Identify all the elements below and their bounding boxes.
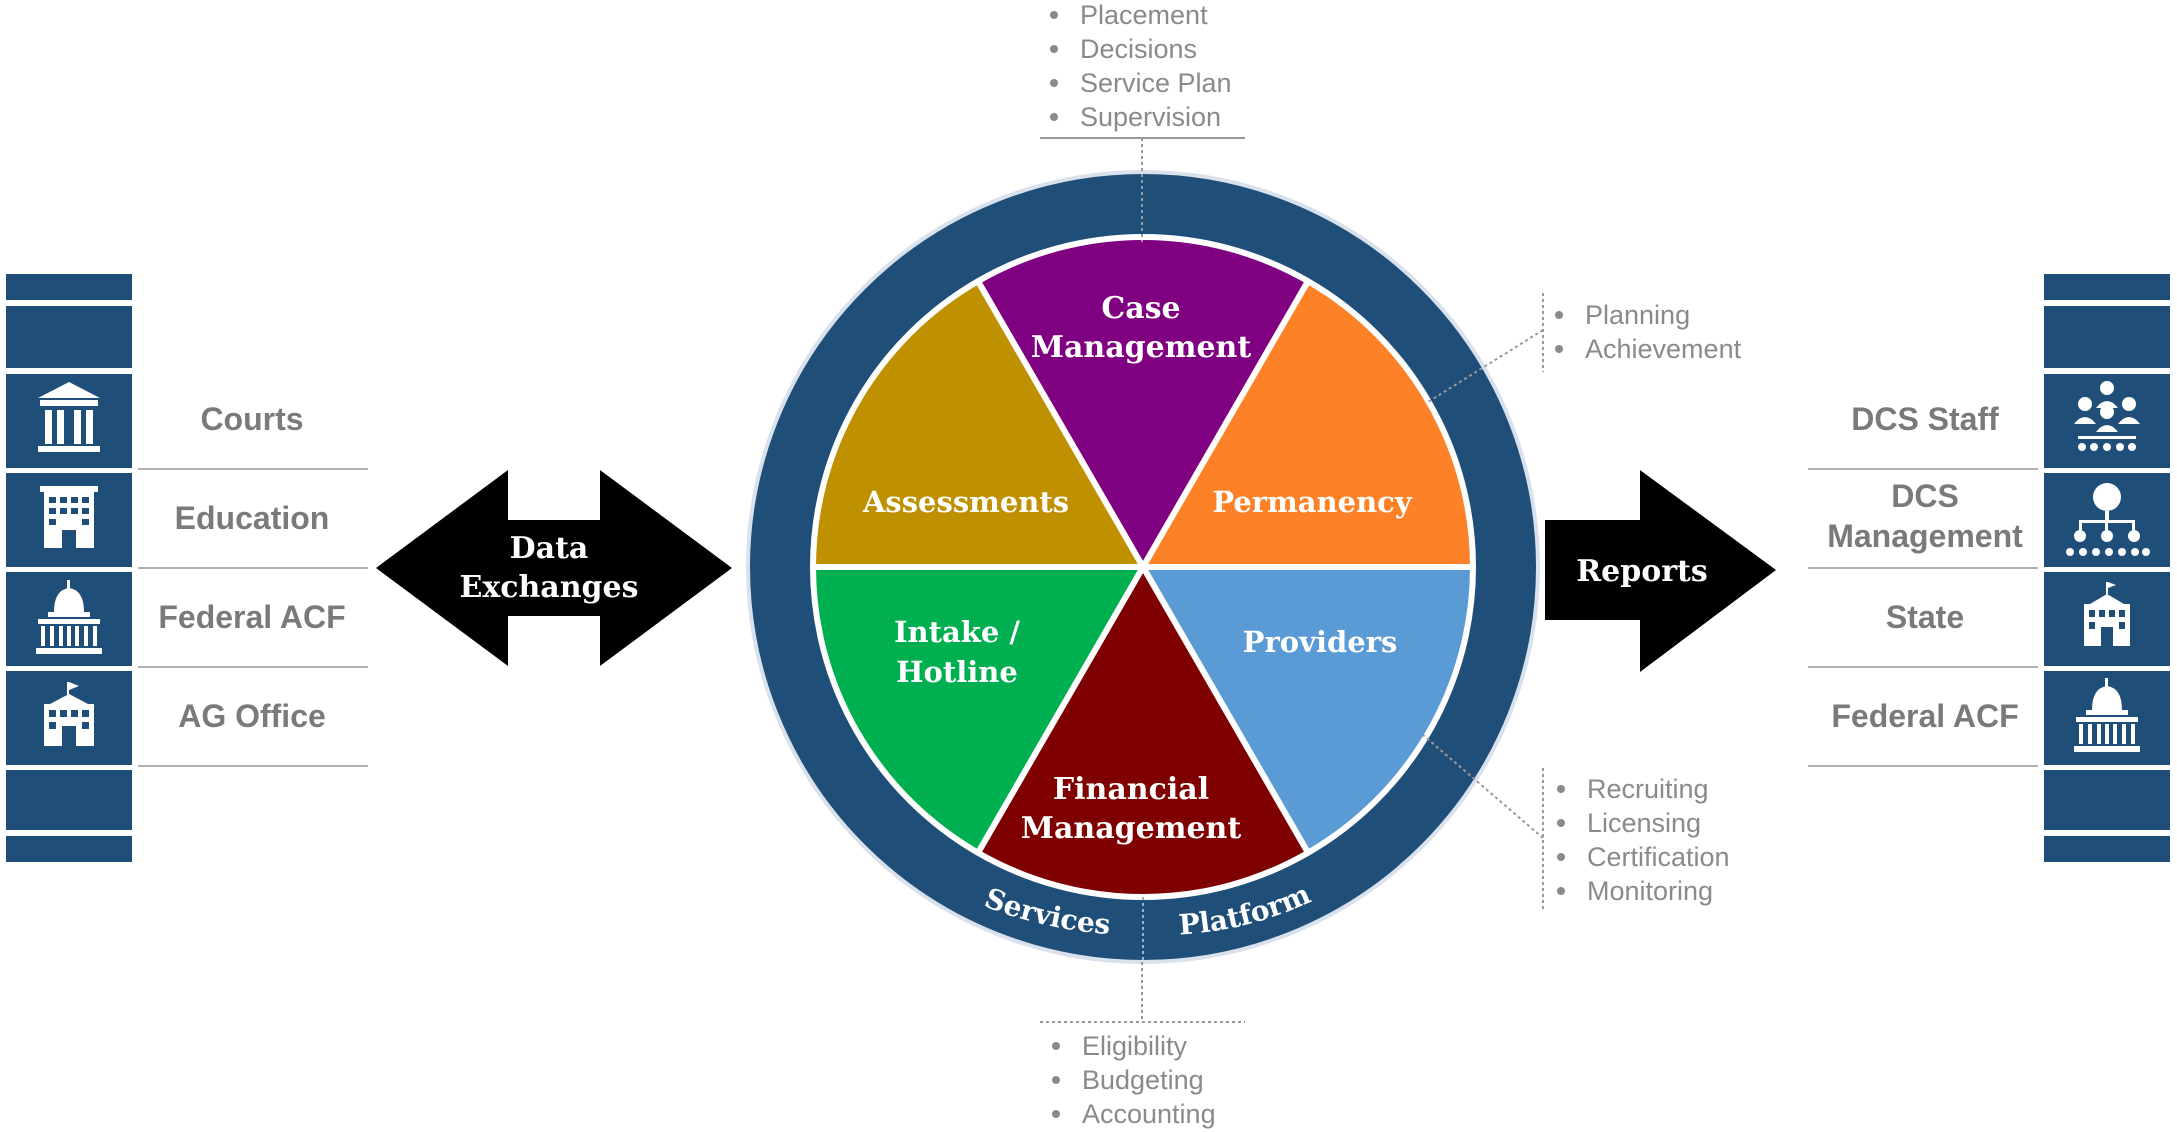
left-panel-strip-bottom <box>6 836 132 862</box>
left-panel: Courts Education Federal ACF AG Office <box>6 274 368 862</box>
right-panel-strip-top <box>2044 274 2170 300</box>
segment-label-permanency: Permanency <box>1212 485 1413 519</box>
right-label-federal-acf: Federal ACF <box>1831 698 2018 734</box>
bullet-dot <box>1555 345 1563 353</box>
right-label-dcs-management-line2: Management <box>1827 518 2023 554</box>
services-platform-wheel: Case Management Permanency Providers Fin… <box>746 170 1540 964</box>
left-panel-strip-5 <box>6 770 132 830</box>
left-label-courts: Courts <box>200 401 303 437</box>
bullet-dot <box>1052 1110 1060 1118</box>
capitol-icon <box>2074 678 2140 752</box>
left-label-ag-office: AG Office <box>178 698 326 734</box>
reports-arrow: Reports <box>1545 470 1776 672</box>
bullet-dot <box>1050 113 1058 121</box>
bullet-dot <box>1050 45 1058 53</box>
left-label-education: Education <box>175 500 330 536</box>
left-label-federal-acf: Federal ACF <box>158 599 345 635</box>
segment-label-case-management-line2: Management <box>1031 330 1252 365</box>
callout-top-item: Supervision <box>1080 102 1221 132</box>
callout-right-bottom-item: Licensing <box>1587 808 1701 838</box>
school-building-icon <box>40 486 98 548</box>
bullet-dot <box>1557 819 1565 827</box>
segment-label-assessments: Assessments <box>862 485 1069 519</box>
right-label-dcs-staff: DCS Staff <box>1851 401 1999 437</box>
left-panel-strip-2 <box>6 306 132 368</box>
right-label-state: State <box>1886 599 1964 635</box>
callout-top-item: Placement <box>1080 0 1208 30</box>
bullet-dot <box>1052 1042 1060 1050</box>
staff-group-icon <box>2074 381 2140 451</box>
right-panel: DCS Staff DCS Management State Federal A… <box>1808 274 2170 862</box>
bullet-dot <box>1555 311 1563 319</box>
bullet-dot <box>1557 887 1565 895</box>
right-panel-strip-5 <box>2044 770 2170 830</box>
callout-right-top-item: Planning <box>1585 300 1690 330</box>
wheel-segments <box>810 234 1476 900</box>
segment-permanency <box>1140 278 1476 570</box>
callout-top-item: Service Plan <box>1080 68 1232 98</box>
callout-right-bottom-item: Recruiting <box>1587 774 1709 804</box>
data-exchanges-label-line1: Data <box>510 531 589 566</box>
callout-top-item: Decisions <box>1080 34 1197 64</box>
right-label-dcs-management-line1: DCS <box>1891 478 1959 514</box>
callout-right-bottom: RecruitingLicensingCertificationMonitori… <box>1422 734 1730 912</box>
office-building-flag-icon <box>44 682 94 746</box>
courthouse-icon <box>38 382 100 452</box>
left-panel-strip-top <box>6 274 132 300</box>
segment-label-case-management-line1: Case <box>1101 291 1180 326</box>
reports-label: Reports <box>1576 554 1708 589</box>
segment-financial-management <box>975 564 1311 900</box>
callout-bottom-item: Eligibility <box>1082 1031 1188 1061</box>
right-panel-strip-bottom <box>2044 836 2170 862</box>
segment-assessments <box>810 278 1146 570</box>
bullet-dot <box>1557 853 1565 861</box>
right-dividers <box>1808 468 2038 767</box>
segment-label-intake-line1: Intake / <box>894 615 1020 649</box>
bullet-dot <box>1052 1076 1060 1084</box>
segment-label-financial-management-line1: Financial <box>1053 772 1209 807</box>
state-building-icon <box>2084 582 2130 646</box>
data-exchanges-label-line2: Exchanges <box>459 570 638 605</box>
bullet-dot <box>1050 79 1058 87</box>
callout-right-bottom-item: Monitoring <box>1587 876 1713 906</box>
segment-label-providers: Providers <box>1243 625 1398 659</box>
segment-providers <box>1140 564 1476 856</box>
callout-right-top-item: Achievement <box>1585 334 1742 364</box>
right-panel-strip-2 <box>2044 306 2170 368</box>
segment-label-intake-line2: Hotline <box>896 655 1018 689</box>
segment-case-management <box>975 234 1311 570</box>
bullet-dot <box>1050 11 1058 19</box>
left-dividers <box>138 468 368 767</box>
capitol-icon <box>36 580 102 654</box>
callout-right-bottom-item: Certification <box>1587 842 1730 872</box>
bullet-dot <box>1557 785 1565 793</box>
callout-bottom-item: Accounting <box>1082 1099 1216 1129</box>
org-chart-icon <box>2066 483 2150 556</box>
data-exchanges-arrow: Data Exchanges <box>376 470 732 666</box>
segment-label-financial-management-line2: Management <box>1021 811 1242 846</box>
callout-bottom-item: Budgeting <box>1082 1065 1204 1095</box>
segment-intake-hotline <box>810 564 1146 856</box>
